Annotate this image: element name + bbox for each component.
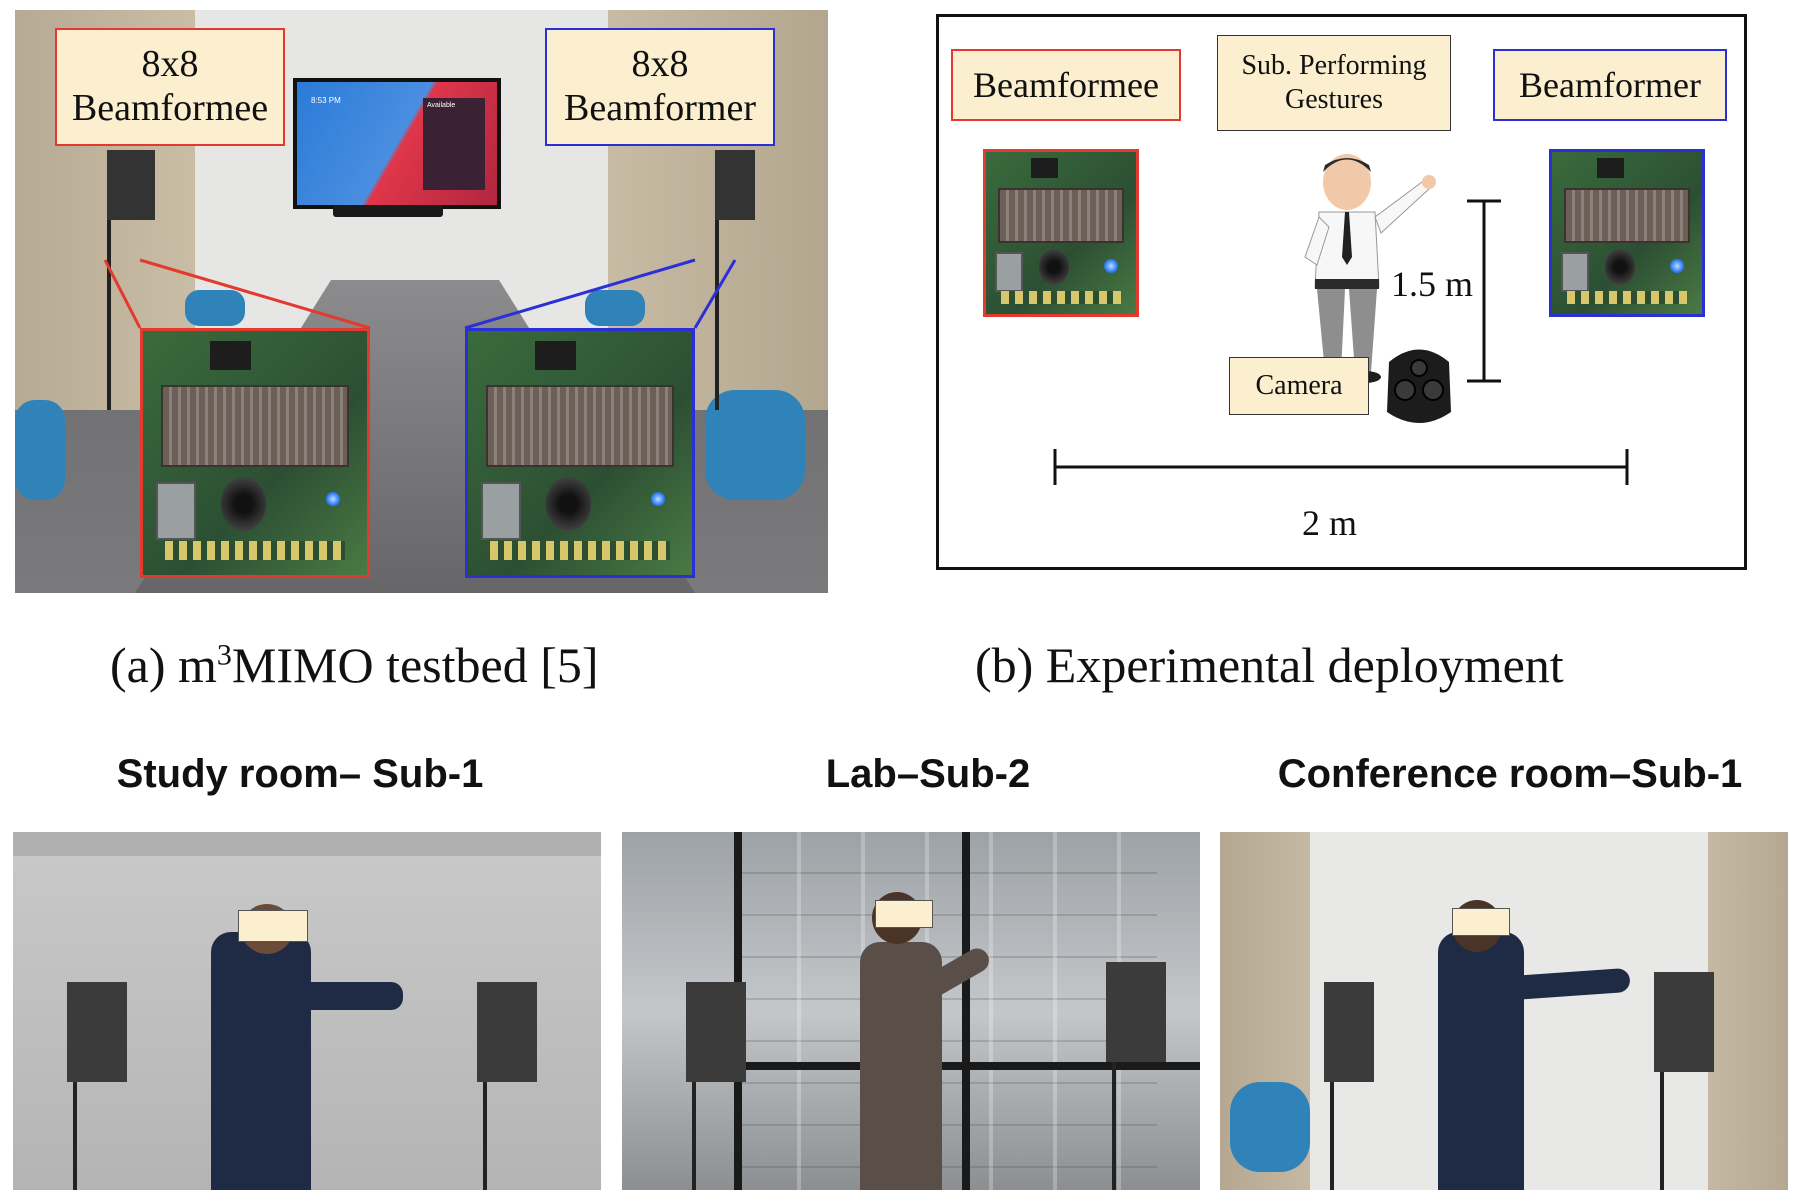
face-blur xyxy=(238,910,308,942)
tripod-left xyxy=(67,982,157,1190)
subject xyxy=(1438,932,1524,1190)
dim-horizontal-label: 2 m xyxy=(1302,503,1358,543)
tripod-right xyxy=(477,982,567,1190)
soundbar xyxy=(333,205,443,217)
chair xyxy=(1230,1082,1310,1172)
label-beamformee: 8x8 Beamformee xyxy=(55,28,285,146)
tripod-right xyxy=(715,150,779,410)
room-title-conference: Conference room–Sub-1 xyxy=(1277,752,1743,796)
study-room-photo xyxy=(13,832,601,1190)
face-blur xyxy=(875,900,933,928)
deployment-diagram: Beamformee Sub. Performing Gestures Beam… xyxy=(936,14,1747,570)
dimension-horizontal xyxy=(1053,449,1629,485)
tv-status: Available xyxy=(427,102,456,109)
caption-a: (a) m3MIMO testbed [5] xyxy=(110,637,599,693)
conference-room-photo xyxy=(1220,832,1788,1190)
diagram-label-beamformee: Beamformee xyxy=(951,49,1181,121)
subject-arm xyxy=(1509,967,1631,1001)
caption-b: (b) Experimental deployment xyxy=(975,637,1564,693)
zoom-lines xyxy=(103,258,737,330)
beamformer-board-inset xyxy=(465,328,695,578)
lab-photo xyxy=(622,832,1200,1190)
chair xyxy=(185,290,245,326)
chair xyxy=(585,290,645,326)
chair xyxy=(15,400,65,500)
subject-arm xyxy=(293,982,403,1010)
tripod-right xyxy=(1106,962,1196,1190)
camera-icon xyxy=(1387,349,1451,423)
face-blur xyxy=(1452,908,1510,936)
tripod-left xyxy=(107,150,171,410)
tripod-left xyxy=(1324,982,1414,1190)
diagram-label-beamformer: Beamformer xyxy=(1493,49,1727,121)
label-beamformer: 8x8 Beamformer xyxy=(545,28,775,146)
diagram-label-camera: Camera xyxy=(1229,357,1369,415)
subject xyxy=(211,932,311,1190)
tv-status-card: Available xyxy=(423,98,485,190)
dim-vertical-label: 1.5 m xyxy=(1391,264,1474,304)
room-title-study: Study room– Sub-1 xyxy=(116,752,484,796)
beamformee-board-inset xyxy=(140,328,370,578)
diagram-beamformer-board xyxy=(1549,149,1705,317)
dimension-vertical xyxy=(1467,199,1501,383)
subject-figure xyxy=(1304,154,1436,383)
diagram-beamformee-board xyxy=(983,149,1139,317)
tv-clock: 8:53 PM xyxy=(311,96,341,105)
tripod-right xyxy=(1654,972,1744,1190)
testbed-photo: 8:53 PM Available 8x8 Beamformee 8x8 Bea… xyxy=(15,10,828,593)
tripod-left xyxy=(686,982,776,1190)
chair xyxy=(705,390,805,500)
room-title-lab: Lab–Sub-2 xyxy=(825,752,1031,796)
diagram-label-subject: Sub. Performing Gestures xyxy=(1217,35,1451,131)
